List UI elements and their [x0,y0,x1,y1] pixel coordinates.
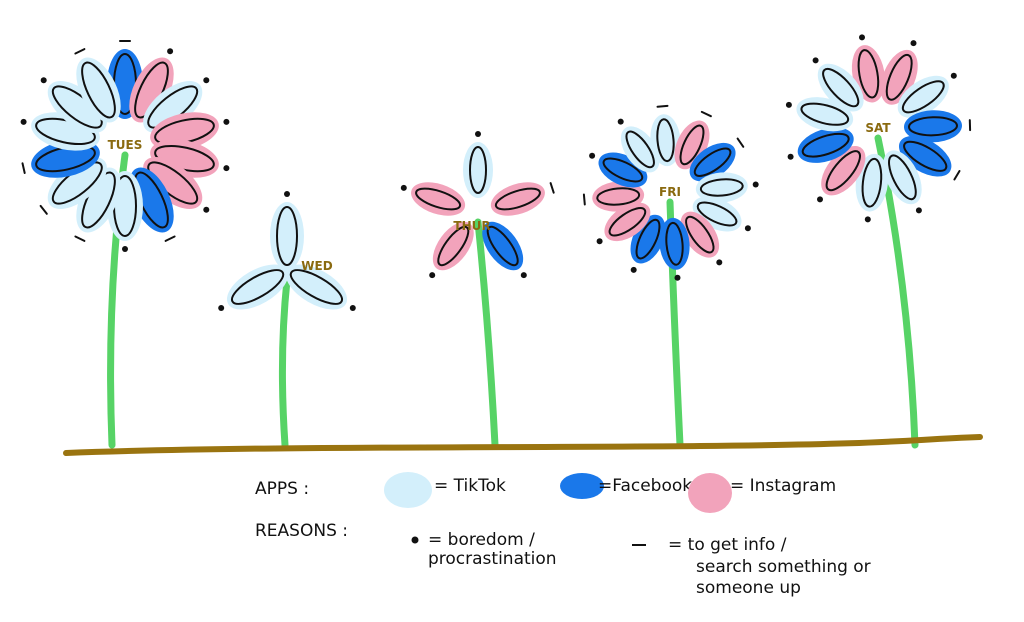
flower-fri: FRI [582,104,759,281]
petal-tiktok [855,153,889,212]
petal-instagram [490,182,545,216]
boredom-dot-mark [284,191,290,197]
petal-facebook [797,127,854,163]
info-dash-mark [164,235,176,242]
legend-reasons-title: REASONS : [255,521,348,541]
petal-tiktok [883,150,922,205]
boredom-dot-mark [596,238,603,245]
petal-tiktok [76,57,121,123]
dash-reason-line2: search something or [696,557,871,577]
info-dash-mark [549,182,555,194]
dot-reason-line1: = boredom / [428,530,535,550]
boredom-dot-mark [787,153,794,160]
boredom-dot-mark [167,48,174,55]
day-label: THUR [453,219,490,233]
legend-apps-title: APPS : [255,479,309,499]
day-label: SAT [865,121,891,135]
petal-facebook [482,221,524,271]
petal-tiktok [695,172,748,203]
facebook-label: =Facebook [598,476,692,496]
boredom-dot-mark [203,206,210,213]
boredom-dot-mark [349,305,356,311]
boredom-dot-mark [674,274,681,281]
boredom-dot-mark [630,266,637,273]
petal-tiktok [463,142,493,198]
boredom-dot-mark [122,246,128,252]
info-dash-mark [39,204,48,215]
petal-instagram [821,146,866,196]
tiktok-swatch [384,472,432,508]
boredom-dot-mark [950,72,957,79]
info-dash-mark [21,162,26,174]
boredom-dot-mark [223,118,230,125]
flower-tues: TUES [20,40,230,252]
boredom-dot-mark [589,152,596,159]
facebook-swatch [560,473,604,499]
info-dash-mark [582,193,586,206]
boredom-dot-mark [20,118,27,125]
boredom-dot-mark [475,131,481,137]
boredom-dot-mark [223,165,230,172]
info-dash-mark [74,48,86,55]
instagram-label: = Instagram [730,476,836,496]
info-dash-mark [700,110,712,118]
info-dash-mark [736,137,745,148]
boredom-dot-mark [785,101,792,108]
boredom-dot-mark [744,225,751,232]
boredom-dot-mark [400,184,407,191]
petal-tiktok [285,264,348,310]
stem-wed [278,276,291,449]
boredom-dot-mark [910,40,917,47]
petal-facebook [898,136,952,177]
petal-tiktok [270,202,304,270]
petal-instagram [592,181,645,212]
info-dash-mark [953,170,961,181]
boredom-dot-mark [617,118,624,125]
instagram-swatch [688,473,732,513]
flower-thur: THUR [400,131,555,279]
petal-tiktok [620,126,660,173]
flower-wed: WED [218,191,356,311]
petal-tiktok [226,264,289,310]
flower-sat: SAT [785,34,972,223]
day-label: WED [301,259,332,273]
boredom-dot-mark [915,207,922,214]
petal-instagram [604,202,651,242]
boredom-dot-mark [812,57,819,64]
boredom-dot-mark [520,272,527,279]
petal-instagram [432,221,474,271]
boredom-dot-mark [40,77,47,84]
boredom-dot-mark [864,216,871,223]
petal-facebook [904,110,962,143]
petal-facebook [689,142,736,182]
dot-icon [411,536,419,544]
boredom-dot-mark [429,272,436,279]
dash-reason-line1: = to get info / [668,535,787,555]
info-dash-mark [74,235,86,242]
ground-line [63,434,983,456]
info-dash-mark [656,104,669,108]
petal-instagram [680,211,720,258]
flowers: TUES WED THUR FRI SAT [20,34,972,311]
boredom-dot-mark [859,34,865,41]
tiktok-label: = TikTok [434,476,506,496]
dash-reason-line3: someone up [696,578,801,598]
boredom-dot-mark [817,196,823,203]
dot-reason-line2: procrastination [428,549,557,569]
boredom-dot-mark [218,305,225,311]
petal-instagram [411,182,466,216]
day-label: TUES [108,138,143,152]
petal-tiktok [897,75,949,118]
stem-thur [474,218,499,449]
boredom-dot-mark [716,259,723,266]
legend: APPS : = TikTok =Facebook = Instagram RE… [255,472,871,598]
petal-tiktok [817,63,864,112]
petal-facebook [659,217,690,270]
day-label: FRI [659,185,681,199]
boredom-dot-mark [203,77,210,84]
boredom-dot-mark [752,181,759,188]
